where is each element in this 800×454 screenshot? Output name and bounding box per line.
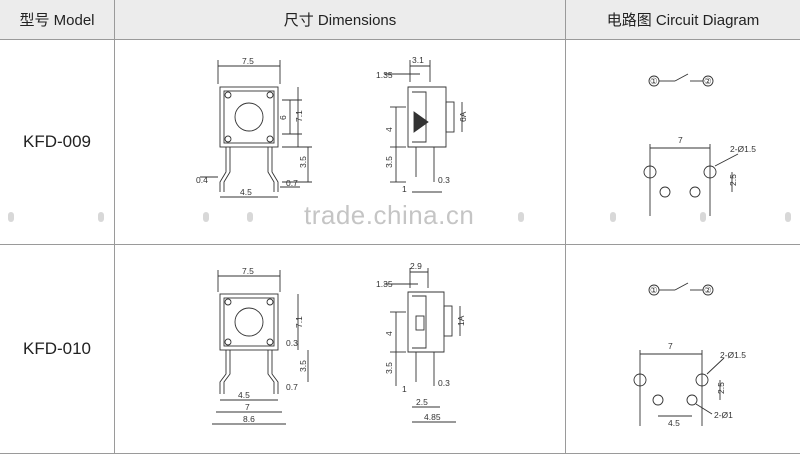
dim-f: 6A [458, 111, 468, 122]
model-kfd-009: KFD-009 [22, 132, 92, 151]
dim-vert: 2.5 [728, 174, 738, 186]
circuit-010: ① ② 7 2-Ø1.5 2.5 4.5 2-Ø1 [633, 282, 746, 428]
band-mark [518, 212, 524, 222]
dim-height: 7.1 [294, 110, 304, 122]
dim-pitch: 7 [668, 341, 673, 351]
front-view-009: 7.5 6 7.1 3.5 0.4 4.5 0.7 [196, 56, 312, 198]
dim-w2: 7 [245, 402, 250, 412]
dim-hole: 2-Ø1.5 [730, 144, 756, 154]
dim-a: 1.35 [376, 279, 393, 289]
side-view-010: 2.9 1.35 4 3.5 1 0.3 1A 2.5 4.85 [376, 262, 466, 423]
band-mark [700, 212, 706, 222]
circuit-node-2: ② [704, 76, 712, 86]
dim-g: 2.5 [416, 397, 428, 407]
dim-a: 1.35 [376, 70, 393, 80]
band-mark [8, 212, 14, 222]
dim-lead: 3.5 [298, 360, 308, 372]
dim-lead: 3.5 [298, 156, 308, 168]
header-circuit: 电路图 Circuit Diagram [566, 0, 800, 40]
dim-c: 3.5 [384, 156, 394, 168]
col-divider-2 [565, 0, 566, 454]
header-dimensions: 尺寸 Dimensions [115, 0, 565, 40]
dim-pitch: 4.5 [240, 187, 252, 197]
model-kfd-010: KFD-010 [22, 339, 92, 358]
side-view-009: 3.1 1.35 4 3.5 1 0.3 6A [376, 55, 468, 194]
dim-top: 2.9 [410, 262, 422, 271]
header-model: 型号 Model [0, 0, 114, 40]
band-mark [610, 212, 616, 222]
dim-f: 1A [456, 315, 466, 326]
band-mark [98, 212, 104, 222]
dim-top: 3.1 [412, 55, 424, 65]
dim-lead-width: 0.7 [286, 178, 298, 188]
dim-d: 1 [402, 384, 407, 394]
circuit-node-1: ① [650, 285, 658, 295]
dim-b: 4 [384, 331, 394, 336]
dim-square: 6 [278, 115, 288, 120]
dim-vert: 2.5 [716, 382, 726, 394]
col-divider-1 [114, 0, 115, 454]
dim-width: 7.5 [242, 56, 254, 66]
dim-e: 0.3 [438, 378, 450, 388]
watermark: trade.china.cn [304, 200, 475, 230]
dim-offset: 0.3 [286, 338, 298, 348]
dim-pitch2: 4.5 [668, 418, 680, 428]
dim-height: 7.1 [294, 316, 304, 328]
dim-hole: 2-Ø1.5 [720, 350, 746, 360]
dim-w3: 8.6 [243, 414, 255, 424]
dim-width: 7.5 [242, 266, 254, 276]
front-view-010: 7.5 7.1 0.3 3.5 4.5 0.7 7 8.6 [212, 266, 309, 425]
dim-lead-width: 0.7 [286, 382, 298, 392]
dim-d: 1 [402, 184, 407, 194]
circuit-node-1: ① [650, 76, 658, 86]
dim-h: 4.85 [424, 412, 441, 422]
dim-c: 3.5 [384, 362, 394, 374]
dim-b: 4 [384, 127, 394, 132]
dim-e: 0.3 [438, 175, 450, 185]
band-mark [203, 212, 209, 222]
band-mark [785, 212, 791, 222]
watermark-band [0, 212, 800, 222]
row-divider [0, 244, 800, 245]
band-mark [247, 212, 253, 222]
circuit-node-2: ② [704, 285, 712, 295]
dim-hole2: 2-Ø1 [714, 410, 733, 420]
dim-offset: 0.4 [196, 175, 208, 185]
dim-pitch: 7 [678, 135, 683, 145]
circuit-009: ① ② 7 2-Ø1.5 2.5 [643, 73, 756, 216]
dim-pitch: 4.5 [238, 390, 250, 400]
